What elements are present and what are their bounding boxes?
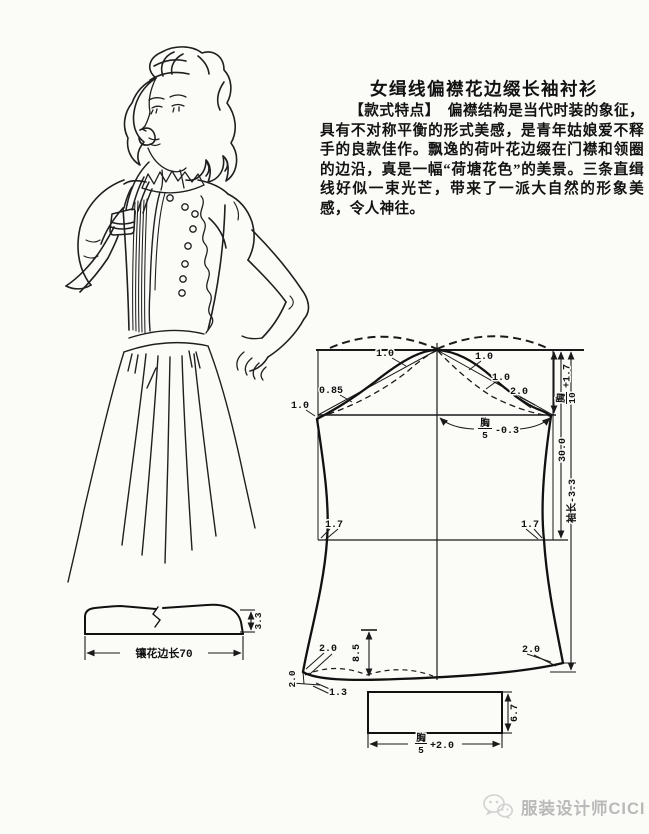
label-hem-corner-flare: 1.3	[329, 688, 347, 699]
svg-text:胸: 胸	[480, 417, 490, 429]
figure-right-arm	[208, 193, 310, 381]
svg-text:10: 10	[567, 392, 578, 404]
label-cap-offset-left-low: 0.85	[319, 386, 343, 397]
fashion-illustration	[65, 46, 310, 583]
lace-band-diagram: 镶花边长70 3.3	[84, 603, 266, 663]
label-elbow-ease-left: 1.7	[325, 520, 343, 531]
label-hem-corner-drop: 2.0	[288, 670, 298, 687]
label-hem-rise-left: 2.0	[319, 644, 337, 655]
label-hem-rise-right: 2.0	[522, 645, 540, 656]
label-cap-offset-right-low: 2.0	[510, 387, 528, 398]
figure-bodice	[122, 170, 229, 334]
article-paragraph: 【款式特点】 偏襟结构是当代时装的象征，具有不对称平衡的形式美感，是青年姑娘爱不…	[320, 103, 644, 217]
lace-band-outline	[84, 603, 244, 635]
label-sleeve-length: 袖长-3.3	[565, 479, 579, 524]
wechat-icon	[483, 794, 513, 819]
sleeve-pattern-diagram: 1.0 1.0 1.0 2.0 0.85 1.0 胸 5 -0.3 1.7 1.…	[288, 335, 584, 758]
label-cuff-height: 6.7	[510, 704, 521, 722]
svg-text:-0.3: -0.3	[495, 426, 519, 437]
label-elbow-ease-right: 1.7	[521, 520, 539, 531]
watermark-text: 服装设计师CICI	[521, 800, 646, 818]
label-lace-length: 镶花边长70	[120, 645, 208, 663]
label-cap-offset-right-top: 1.0	[475, 352, 493, 363]
label-cap-offset-right-mid: 1.0	[492, 373, 510, 384]
svg-text:5: 5	[482, 430, 488, 441]
svg-text:胸: 胸	[555, 393, 567, 403]
svg-text:+1.7: +1.7	[563, 364, 574, 388]
label-cap-offset-left-top: 1.0	[376, 349, 394, 360]
label-cuff-width: 胸 5 +2.0	[408, 731, 462, 758]
sleeve-outline	[301, 348, 565, 734]
label-underarm-drop-left: 1.0	[291, 401, 309, 412]
figure-left-sleeve	[65, 179, 125, 293]
pattern-labels: 1.0 1.0 1.0 2.0 0.85 1.0 胸 5 -0.3 1.7 1.…	[288, 348, 581, 758]
figure-hair	[123, 46, 238, 183]
figure-face	[141, 77, 187, 191]
label-shoulder-to-elbow: 30.0	[558, 438, 569, 462]
svg-text:胸: 胸	[416, 732, 426, 744]
article-title: 女缉线偏襟花边缀长袖衬衫	[370, 79, 598, 99]
svg-text:5: 5	[418, 745, 424, 756]
label-cap-height: 胸 10 +1.7	[554, 362, 580, 405]
watermark: 服装设计师CICI	[482, 793, 646, 821]
svg-text:+2.0: +2.0	[430, 741, 454, 752]
buttons	[166, 194, 199, 297]
dimension-lines	[367, 351, 575, 748]
svg-text:镶花边长70: 镶花边长70	[135, 646, 192, 661]
label-lace-height: 3.3	[253, 612, 264, 629]
figure-skirt	[67, 329, 256, 583]
label-vent-depth: 8.5	[352, 644, 363, 662]
leader-lines	[305, 357, 557, 695]
label-biceps-width: 胸 5 -0.3	[478, 416, 521, 443]
